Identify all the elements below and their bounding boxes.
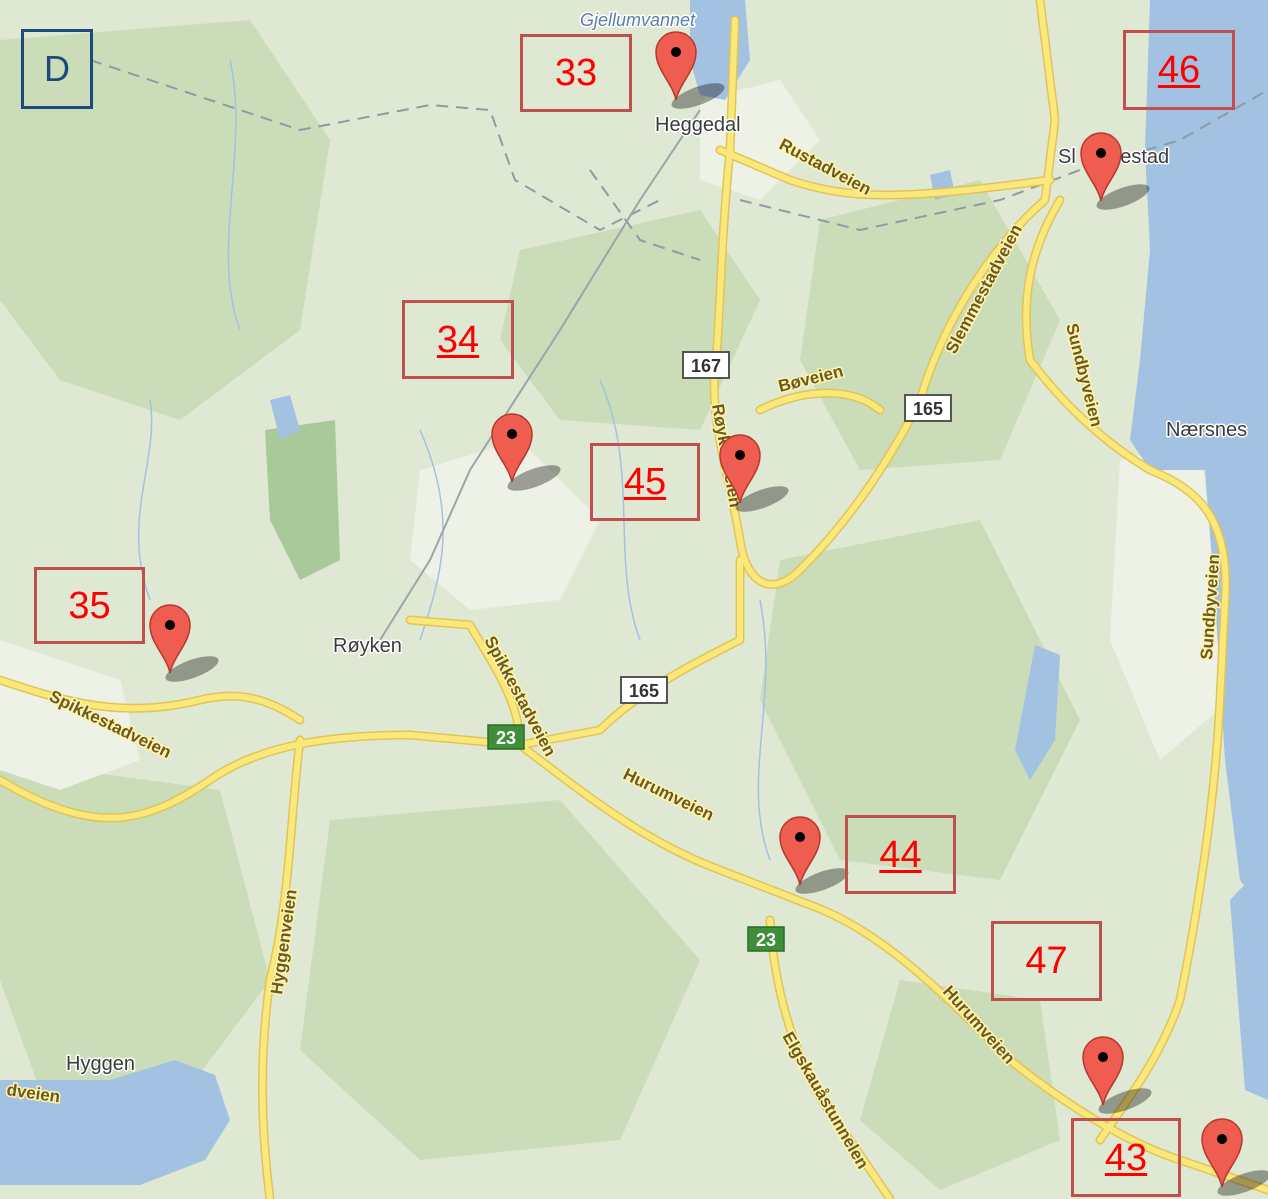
route-shield-23-west: 23	[487, 724, 525, 750]
site-label-45: 45	[623, 461, 667, 503]
svg-text:165: 165	[913, 399, 943, 419]
svg-text:167: 167	[691, 356, 721, 376]
site-box-35: 35	[34, 567, 145, 644]
railway	[379, 109, 701, 641]
site-box-43: 43	[1071, 1118, 1181, 1197]
route-shield-23-south: 23	[747, 926, 785, 952]
place-label-naersnes: Nærsnes	[1166, 419, 1247, 441]
site-label-34: 34	[436, 318, 480, 361]
site-box-47: 47	[991, 921, 1102, 1001]
place-label-hyggen: Hyggen	[66, 1053, 135, 1075]
place-label-royken: Røyken	[333, 635, 402, 657]
site-label-35: 35	[68, 584, 111, 627]
site-label-44: 44	[879, 833, 922, 876]
route-shield-165-south: 165	[620, 676, 668, 704]
site-box-34: 34	[402, 300, 514, 379]
site-label-46: 46	[1157, 49, 1201, 91]
forest-areas	[0, 20, 1080, 1190]
place-label-gjellumvannet: Gjellumvannet	[580, 10, 696, 30]
site-box-46: 46	[1123, 30, 1235, 110]
panel-label: D	[44, 48, 70, 89]
site-box-44: 44	[845, 815, 956, 894]
site-box-45: 45	[590, 443, 700, 521]
svg-text:23: 23	[496, 728, 516, 748]
site-label-33: 33	[554, 52, 598, 94]
park-area	[265, 420, 340, 580]
svg-text:165: 165	[629, 681, 659, 701]
site-label-43: 43	[1104, 1136, 1148, 1179]
panel-label-box: D	[21, 29, 93, 109]
site-box-33: 33	[520, 34, 632, 112]
route-shield-165-north: 165	[904, 394, 952, 422]
place-label-heggedal: Heggedal	[655, 114, 741, 136]
route-shield-167: 167	[682, 351, 730, 379]
streams	[137, 59, 771, 861]
svg-text:23: 23	[756, 930, 776, 950]
site-label-47: 47	[1025, 940, 1068, 982]
